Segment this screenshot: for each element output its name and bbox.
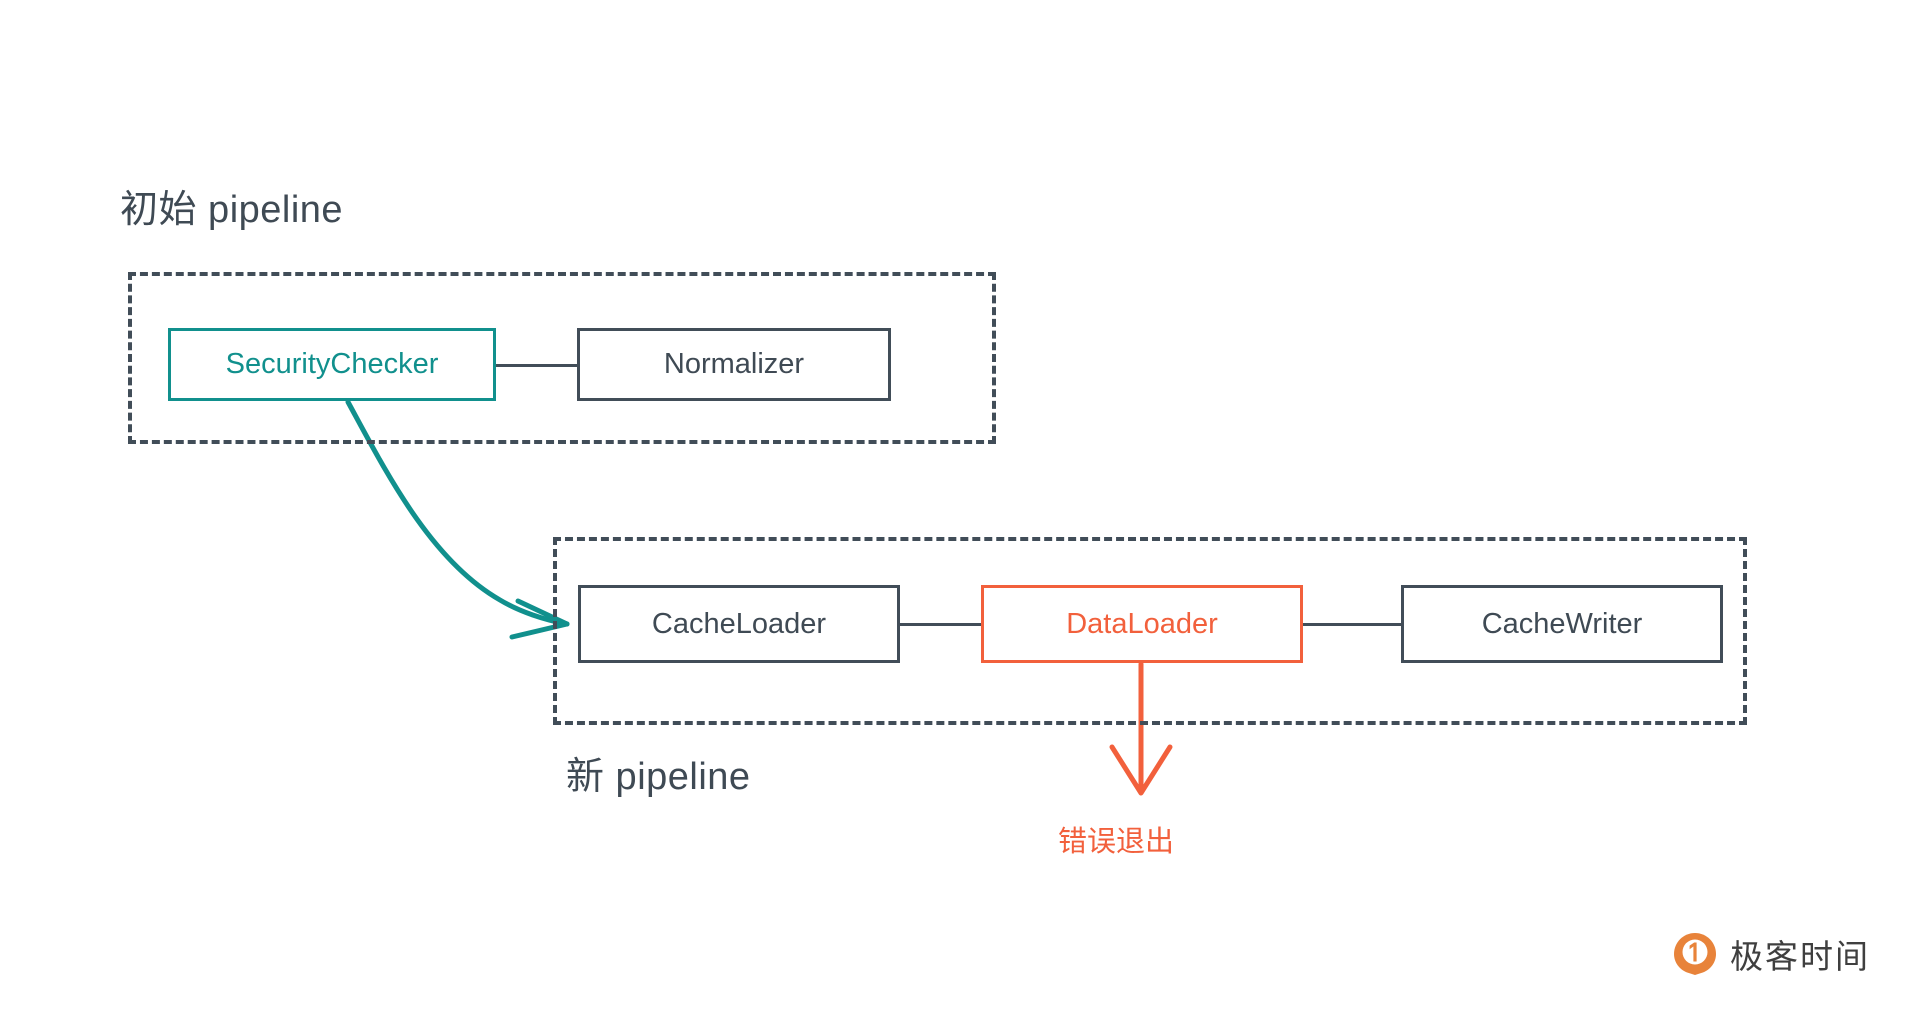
node-cache-loader[interactable]: CacheLoader (578, 585, 900, 663)
connector-data-loader-cache-writer (1303, 623, 1402, 626)
node-cache-writer[interactable]: CacheWriter (1401, 585, 1723, 663)
section-title-new-pipeline: 新 pipeline (566, 756, 751, 798)
group-container-new-pipeline (553, 537, 1747, 725)
brand-name: 极客时间 (1730, 938, 1870, 975)
node-normalizer[interactable]: Normalizer (577, 328, 891, 401)
node-security-checker[interactable]: SecurityChecker (168, 328, 496, 401)
node-data-loader[interactable]: DataLoader (981, 585, 1303, 663)
group-container-initial-pipeline (128, 272, 996, 444)
section-title-initial-pipeline: 初始 pipeline (120, 189, 344, 231)
annotation-error-exit: 错误退出 (1058, 826, 1175, 858)
connector-cache-loader-data-loader (900, 623, 982, 626)
geektime-logo-icon (1672, 931, 1718, 977)
connector-security-checker-normalizer (496, 364, 578, 367)
brand-logo: 极客时间 (1672, 930, 1870, 978)
